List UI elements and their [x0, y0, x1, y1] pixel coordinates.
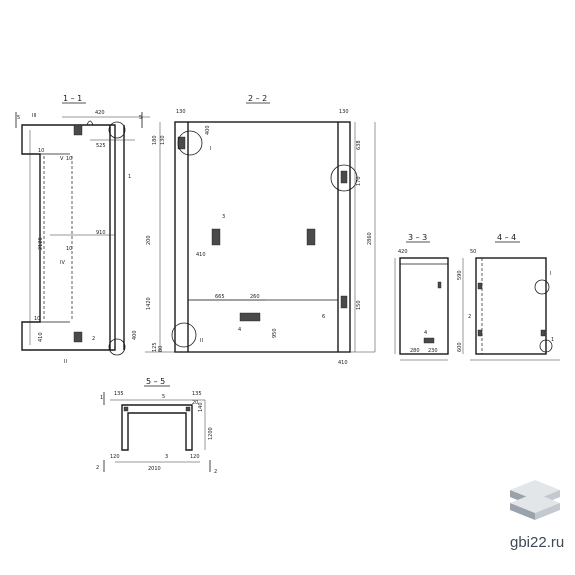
- section-title-2-2: 2 – 2: [248, 94, 267, 103]
- section-5-5: 5 – 5 135 135 1 5 1200 140 120 120 2010 …: [96, 377, 217, 475]
- pos-2b: 2: [468, 314, 471, 320]
- dim-260: 260: [250, 294, 260, 300]
- dim-130c: 130: [160, 135, 166, 145]
- dim-950: 950: [272, 328, 278, 338]
- dim-170: 170: [356, 176, 362, 186]
- dim-130a: 130: [176, 109, 186, 115]
- node-V: V: [60, 156, 64, 162]
- node-II-b: II: [200, 338, 203, 344]
- dim-638: 638: [356, 140, 362, 150]
- stacked-slabs-icon: [510, 480, 560, 520]
- marker-5: 5: [162, 394, 165, 400]
- pos-3: 3: [222, 214, 225, 220]
- dim-230: 230: [428, 348, 438, 354]
- marker-5b: 5: [139, 115, 142, 121]
- dim-410b: 410: [196, 252, 206, 258]
- dim-10a: 10: [38, 148, 44, 154]
- dim-180: 180: [152, 135, 158, 145]
- section-4-4: 4 – 4 50 590 600 I 2 1: [457, 233, 560, 361]
- pos-6: 6: [322, 314, 325, 320]
- dim-590: 590: [457, 270, 463, 280]
- dim-525: 525: [96, 143, 106, 149]
- section-title-5-5: 5 – 5: [146, 377, 165, 386]
- node-I: I: [210, 146, 211, 152]
- dim-120a: 120: [110, 454, 120, 460]
- section-3-3: 3 – 3 420 4 280 230: [394, 233, 449, 361]
- section-2-2: 2 – 2 130 130 180 130 400 I 3 200 410 14…: [145, 94, 376, 366]
- node-III: III: [32, 113, 36, 119]
- dim-50: 50: [470, 249, 476, 255]
- dim-20: 20: [192, 400, 198, 406]
- pos-2: 2: [92, 336, 95, 342]
- dim-1420: 1420: [146, 297, 152, 310]
- pos-1b: 1: [551, 337, 554, 343]
- dim-150: 150: [356, 300, 362, 310]
- pos-4: 4: [238, 327, 241, 333]
- dim-80: 80: [158, 346, 164, 352]
- dim-10d: 10: [66, 156, 72, 162]
- section-title-4-4: 4 – 4: [497, 233, 516, 242]
- dim-10b: 10: [66, 246, 72, 252]
- dim-420: 420: [95, 110, 105, 116]
- dim-135a: 135: [114, 391, 124, 397]
- pos-1: 1: [128, 174, 131, 180]
- marker-3: 3: [165, 454, 168, 460]
- dim-120b: 120: [190, 454, 200, 460]
- marker-2b: 2: [214, 469, 217, 475]
- watermark-text: gbi22.ru: [510, 534, 564, 551]
- marker-5a: 5: [17, 115, 20, 121]
- dim-280: 280: [410, 348, 420, 354]
- dim-1200: 1200: [208, 427, 214, 440]
- dim-910: 910: [96, 230, 106, 236]
- pos-4b: 4: [424, 330, 427, 336]
- dim-2860: 2860: [367, 232, 373, 245]
- node-II: II: [64, 359, 67, 365]
- dim-2120: 2120: [38, 237, 44, 250]
- dim-400b: 400: [205, 125, 211, 135]
- section-1-1: 1 – 1 420 525 910 10 10 10 10 2120 410 4…: [15, 94, 150, 365]
- dim-400: 400: [132, 330, 138, 340]
- dim-600: 600: [457, 342, 463, 352]
- dim-200: 200: [146, 235, 152, 245]
- section-title-3-3: 3 – 3: [408, 233, 427, 242]
- dim-125: 125: [152, 342, 158, 352]
- marker-2a: 2: [96, 465, 99, 471]
- dim-130b: 130: [339, 109, 349, 115]
- dim-10c: 10: [34, 316, 40, 322]
- marker-1: 1: [100, 395, 103, 401]
- dim-135b: 135: [192, 391, 202, 397]
- dim-420b: 420: [398, 249, 408, 255]
- node-I-b: I: [550, 271, 551, 277]
- dim-2010: 2010: [148, 466, 161, 472]
- dim-665: 665: [215, 294, 225, 300]
- dim-140: 140: [198, 402, 204, 412]
- dim-410: 410: [38, 332, 44, 342]
- section-title-1-1: 1 – 1: [63, 94, 82, 103]
- dim-410c: 410: [338, 360, 348, 366]
- node-IV: IV: [60, 260, 65, 266]
